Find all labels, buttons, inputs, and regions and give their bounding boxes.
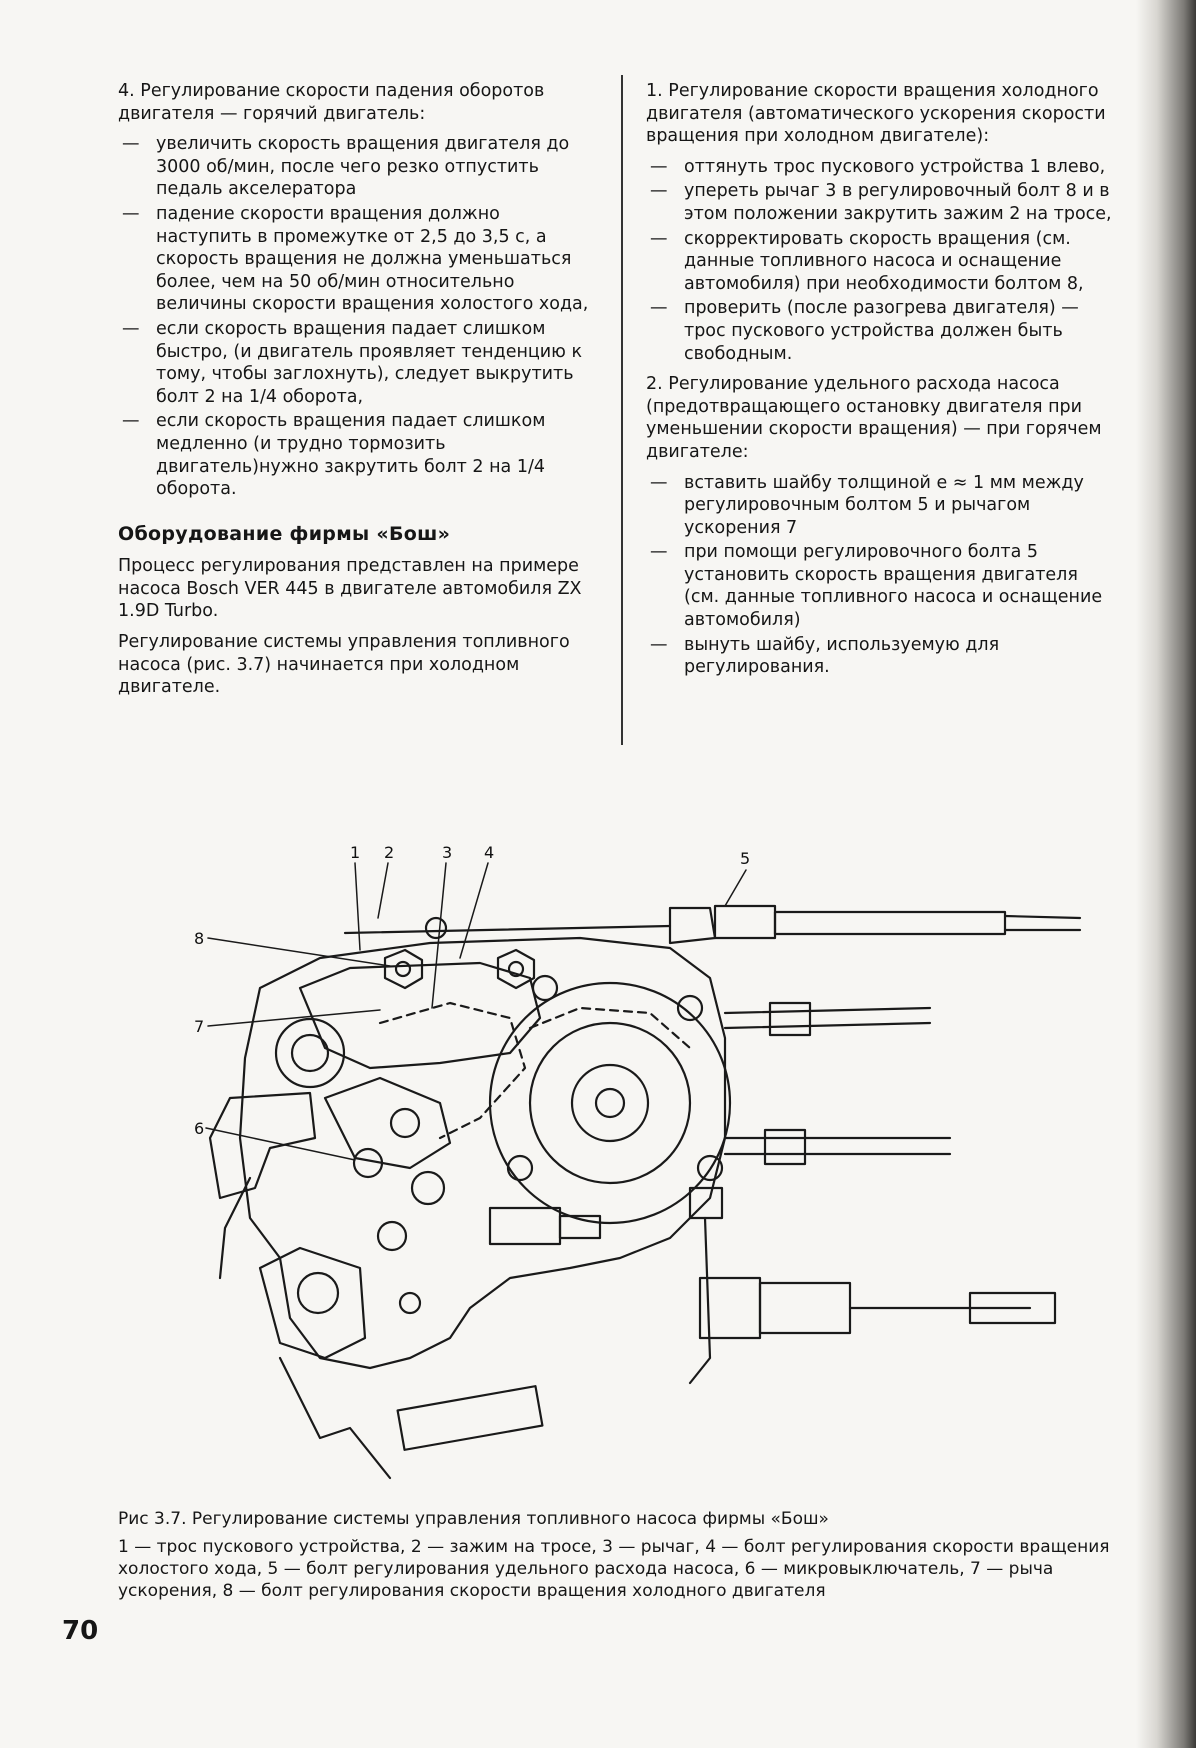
leader-line-3 (431, 862, 447, 1009)
cable-terminal (968, 1291, 1057, 1325)
leader-line-4 (459, 862, 489, 959)
callout-5: 5 (740, 849, 750, 868)
lower-bracket-screw (296, 1271, 340, 1315)
leader-line-8 (207, 937, 391, 967)
right-column: 1. Регулирование скорости вращения холод… (646, 80, 1118, 687)
left-pipe (218, 1176, 252, 1280)
fuel-pump-drawing: 1 2 3 4 5 6 7 8 (194, 843, 1082, 1480)
list-item: вынуть шайбу, используемую для регулиров… (646, 634, 1118, 679)
rotor-outer (488, 981, 732, 1225)
lower-pipe (723, 1136, 952, 1156)
rotor-hub (570, 1063, 650, 1143)
lower-bracket (258, 1246, 367, 1360)
left-boss-inner (290, 1033, 330, 1073)
caption-legend: 1 — трос пускового устройства, 2 — зажим… (118, 1537, 1110, 1601)
leader-line-7 (207, 1009, 381, 1027)
list-item: скорректировать скорость вращения (см. д… (646, 228, 1118, 296)
list-item: упереть рычаг 3 в регулировочный болт 8 … (646, 180, 1118, 225)
rotor-ring (528, 1021, 692, 1185)
caption-title: Рис 3.7. Регулирование системы управлени… (118, 1509, 829, 1529)
centre-nut (488, 1206, 562, 1246)
list-item: если скорость вращения падает слишком ме… (118, 410, 596, 500)
column-divider (621, 75, 623, 745)
list-item: падение скорости вращения должно наступи… (118, 203, 596, 316)
callout-3: 3 (442, 843, 452, 862)
microswitch-body (323, 1076, 452, 1170)
rotor-bolt (531, 974, 559, 1002)
list-item: увеличить скорость вращения двигателя до… (118, 133, 596, 201)
lower-bracket-screw (398, 1291, 422, 1315)
left-boss (274, 1017, 346, 1089)
bolt-8-head (383, 948, 424, 990)
lower-pipe-nut (763, 1128, 807, 1166)
actuator-arm (278, 1356, 392, 1480)
dashed-lever-path (378, 1001, 527, 1140)
leader-line-1 (354, 862, 361, 951)
list-item: при помощи регулировочного болта 5 устан… (646, 541, 1118, 631)
left-mount-arm (208, 1091, 317, 1200)
linkage-plate (298, 961, 542, 1070)
item1-intro: 1. Регулирование скорости вращения холод… (646, 81, 1106, 147)
adjuster-5 (713, 904, 777, 940)
bracket-5 (668, 906, 717, 945)
page-edge-shadow (1136, 0, 1196, 1748)
centre-nut-2 (558, 1214, 602, 1240)
callout-8: 8 (194, 929, 204, 948)
left-column: 4. Регулирование скорости падения оборот… (118, 80, 596, 707)
figure-caption: Рис 3.7. Регулирование системы управлени… (118, 1508, 1118, 1602)
cable-sleeve (773, 910, 1007, 936)
paragraph: Процесс регулирования представлен на при… (118, 556, 582, 622)
callout-2: 2 (384, 843, 394, 862)
upper-pipe (723, 1006, 932, 1030)
microswitch-screw (410, 1170, 446, 1206)
upper-pipe-nut (768, 1001, 812, 1037)
leader-line-5 (724, 869, 747, 907)
rotor-bolt (506, 1154, 534, 1182)
leader-line-6 (205, 1127, 356, 1161)
paragraph: Регулирование системы управления топливн… (118, 632, 570, 698)
item2-bullet-list: вставить шайбу толщиной е ≈ 1 мм между р… (646, 472, 1118, 679)
item2-intro: 2. Регулирование удельного расхода насос… (646, 374, 1102, 462)
clamp-2 (424, 916, 448, 940)
rotor-bolt (676, 994, 704, 1022)
bolt-8-center (394, 960, 412, 978)
left-intro: 4. Регулирование скорости падения оборот… (118, 81, 545, 124)
cable-end (1003, 914, 1082, 932)
list-item: оттянуть трос пускового устройства 1 вле… (646, 156, 1118, 179)
list-item: если скорость вращения падает слишком бы… (118, 318, 596, 408)
section-heading: Оборудование фирмы «Бош» (118, 522, 451, 545)
callout-4: 4 (484, 843, 494, 862)
cold-start-sleeve (758, 1281, 852, 1335)
list-item: вставить шайбу толщиной е ≈ 1 мм между р… (646, 472, 1118, 540)
pump-housing (238, 936, 727, 1370)
bolt-4-center (507, 960, 525, 978)
dashed-internal-outline (528, 1006, 692, 1050)
page-number: 70 (62, 1616, 99, 1646)
lower-rod (688, 1216, 712, 1385)
lever-pivot (389, 1107, 421, 1139)
rotor-bolt (696, 1154, 724, 1182)
callout-6: 6 (194, 1119, 204, 1138)
bolt-4-head (496, 948, 536, 990)
callout-1: 1 (350, 843, 360, 862)
rotor-center (594, 1087, 626, 1119)
callout-7: 7 (194, 1017, 204, 1036)
actuator-cylinder (396, 1385, 544, 1451)
lower-screw (376, 1220, 408, 1252)
item1-bullet-list: оттянуть трос пускового устройства 1 вле… (646, 156, 1118, 365)
throttle-cable (343, 924, 672, 935)
list-item: проверить (после разогрева двигателя) — … (646, 297, 1118, 365)
left-bullet-list: увеличить скорость вращения двигателя до… (118, 133, 596, 501)
leader-line-2 (377, 862, 389, 919)
